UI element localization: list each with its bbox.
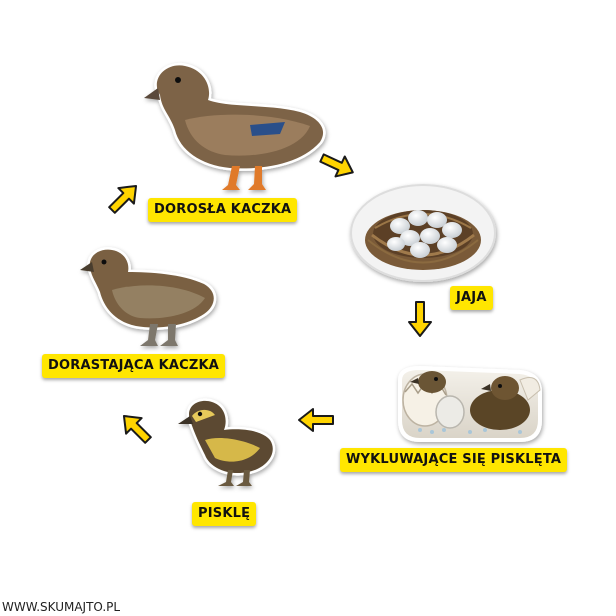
watermark: WWW.SKUMAJTO.PL	[2, 600, 121, 614]
arrow-juvenile-to-adult	[108, 184, 138, 214]
arrow-hatching-to-duckling	[298, 408, 334, 432]
duckling-image	[178, 398, 276, 486]
juvenile-duck-image	[80, 247, 217, 346]
label-adult-duck: DOROSŁA KACZKA	[148, 198, 298, 222]
label-eggs: JAJA	[450, 286, 493, 310]
arrow-eggs-to-hatching	[408, 301, 432, 337]
label-hatching-ducklings: WYKLUWAJĄCE SIĘ PISKLĘTA	[340, 448, 568, 472]
arrow-duckling-to-juvenile	[122, 414, 152, 444]
label-juvenile-duck: DORASTAJĄCA KACZKA	[42, 354, 226, 378]
adult-duck-image	[144, 62, 326, 190]
label-duckling: PISKLĘ	[192, 502, 257, 526]
egg-nest-image	[350, 184, 496, 282]
hatching-ducklings-image	[398, 365, 542, 442]
arrow-adult-to-eggs	[319, 153, 354, 178]
